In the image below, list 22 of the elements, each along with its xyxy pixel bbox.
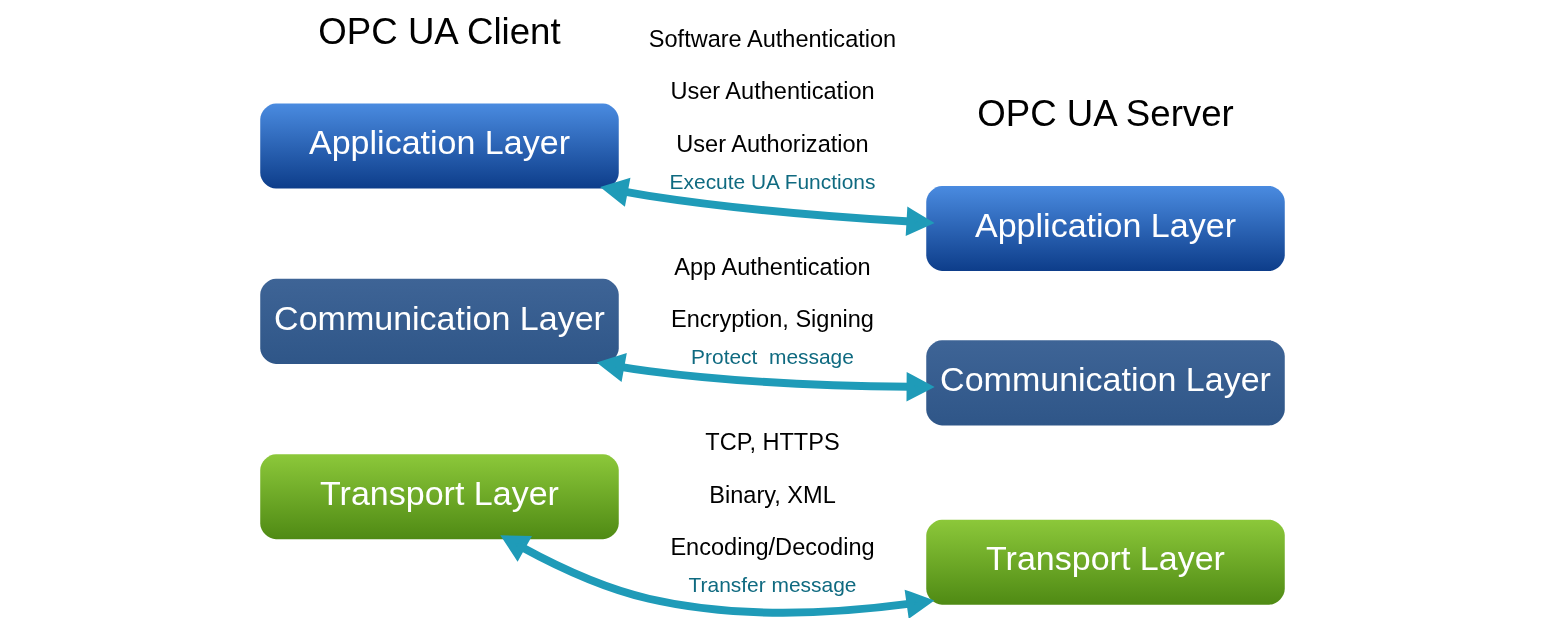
node-box: Communication Layer xyxy=(926,340,1285,426)
label: User Authentication xyxy=(670,78,875,105)
edge-label: Execute UA Functions xyxy=(669,169,876,193)
arrow xyxy=(596,352,935,402)
label: Encoding/Decoding xyxy=(670,533,875,560)
label: App Authentication xyxy=(674,253,871,280)
node-box: Transport Layer xyxy=(926,519,1285,605)
edge-label: Protect message xyxy=(691,345,854,369)
node-box: Transport Layer xyxy=(260,454,619,540)
node-box: Application Layer xyxy=(926,185,1285,271)
edge-label: Transfer message xyxy=(688,572,857,596)
arrow xyxy=(500,535,935,618)
label: Encryption, Signing xyxy=(671,306,874,333)
label: OPC UA Server xyxy=(977,93,1234,135)
arrow xyxy=(600,177,935,237)
node-box: Communication Layer xyxy=(260,278,619,364)
label: OPC UA Client xyxy=(318,10,561,52)
label: TCP, HTTPS xyxy=(705,429,840,456)
label: User Authorization xyxy=(676,130,869,157)
label: Binary, XML xyxy=(709,481,836,508)
label: Software Authentication xyxy=(648,26,897,53)
node-box: Application Layer xyxy=(260,103,619,189)
